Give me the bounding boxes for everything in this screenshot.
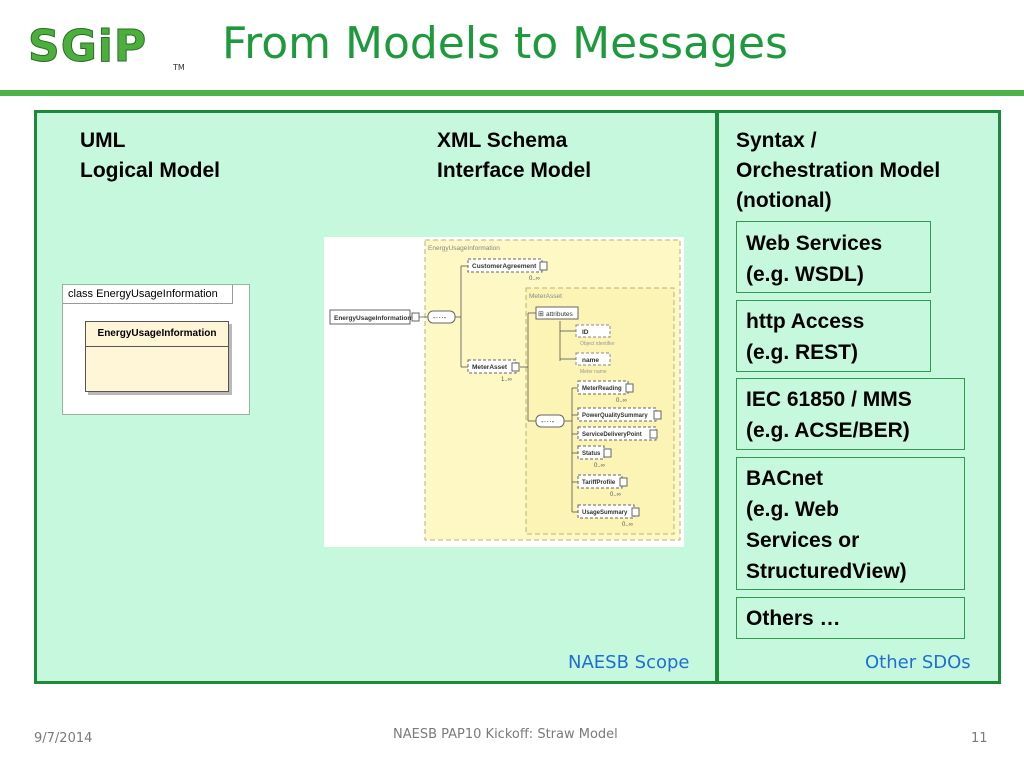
- schema-element-expander: [625, 383, 634, 393]
- schema-element-expander: [619, 477, 628, 487]
- syntax-heading: Syntax / Orchestration Model (notional): [736, 126, 940, 216]
- protocol-line: http Access: [746, 310, 865, 333]
- schema-child-elements: MeterReading 0..∞ PowerQualitySummary Se…: [572, 380, 662, 528]
- naesb-scope-label: NAESB Scope: [568, 652, 690, 673]
- xml-schema-tree: EnergyUsageInformation MeterAsset Energy…: [329, 239, 681, 541]
- schema-element-node: [577, 426, 657, 441]
- sgip-logo-text: SGiP: [28, 22, 147, 72]
- schema-root-node: [329, 309, 411, 325]
- schema-root-expander: [411, 312, 420, 322]
- syntax-heading-line2: Orchestration Model: [736, 159, 941, 182]
- protocol-line: (e.g. Web: [746, 498, 839, 521]
- schema-sequence-2-dots: -···-: [541, 417, 555, 426]
- sgip-logo: SGiP TM: [28, 22, 185, 73]
- schema-element-label: ServiceDeliveryPoint: [582, 432, 642, 438]
- schema-inner-label: MeterAsset: [529, 293, 562, 300]
- schema-attr-name-node: [575, 352, 611, 366]
- xml-heading: XML Schema Interface Model: [437, 126, 591, 186]
- schema-element-label: UsageSummary: [582, 510, 628, 516]
- schema-element-card: 0..∞: [594, 463, 605, 469]
- schema-element-label: MeterReading: [582, 386, 622, 392]
- protocol-line: StructuredView): [746, 560, 907, 583]
- schema-attr-id-note: Object identifier: [580, 341, 615, 347]
- schema-element-card: 0..∞: [616, 398, 627, 404]
- schema-element-node: [577, 407, 657, 422]
- uml-class-box: [85, 321, 229, 392]
- protocol-line: BACnet: [746, 467, 823, 490]
- schema-attr-id-label: ID: [582, 329, 589, 336]
- schema-attributes-label: attributes: [546, 311, 573, 318]
- schema-element-label: Status: [582, 451, 601, 457]
- schema-element-card: 0..∞: [610, 492, 621, 498]
- schema-element-expander: [649, 429, 658, 439]
- protocol-box-http-access: http Access (e.g. REST): [736, 300, 931, 372]
- protocol-line: IEC 61850 / MMS: [746, 388, 912, 411]
- protocol-line: (e.g. WSDL): [746, 263, 864, 286]
- schema-root-label: EnergyUsageInformation: [334, 315, 411, 322]
- schema-element-card: 0..∞: [622, 522, 633, 528]
- xml-heading-line1: XML Schema: [437, 129, 568, 152]
- uml-heading: UML Logical Model: [80, 126, 220, 186]
- protocol-box-others: Others …: [736, 597, 965, 639]
- footer-date: 9/7/2014: [34, 731, 93, 746]
- uml-class-name: EnergyUsageInformation: [86, 322, 228, 347]
- schema-customer-agreement-expander: [539, 261, 548, 271]
- other-sdos-label: Other SDOs: [865, 652, 971, 673]
- schema-attr-id-node: [575, 324, 611, 338]
- protocol-box-web-services: Web Services (e.g. WSDL): [736, 221, 931, 293]
- xml-heading-line2: Interface Model: [437, 159, 592, 182]
- syntax-heading-line1: Syntax /: [736, 129, 817, 152]
- trademark-mark: TM: [172, 63, 185, 72]
- schema-customer-agreement-label: CustomerAgreement: [472, 263, 537, 270]
- uml-frame-label: class EnergyUsageInformation: [63, 285, 233, 304]
- schema-attr-name-note: Meter name: [580, 369, 607, 375]
- protocol-line: (e.g. ACSE/BER): [746, 419, 910, 442]
- schema-attr-name-label: name: [582, 357, 599, 364]
- protocol-box-bacnet: BACnet (e.g. Web Services or StructuredV…: [736, 457, 965, 590]
- schema-sequence-1-dots: -···-: [433, 313, 447, 322]
- uml-heading-line1: UML: [80, 129, 126, 152]
- syntax-heading-line3: (notional): [736, 189, 832, 212]
- schema-element-expander: [653, 410, 662, 420]
- schema-meter-asset-expander: [511, 362, 520, 372]
- schema-element-expander: [631, 507, 640, 517]
- schema-attributes-node: [535, 306, 579, 320]
- title-divider: [0, 90, 1024, 96]
- schema-group-label: EnergyUsageInformation: [428, 245, 500, 252]
- schema-meter-asset-card: 1..∞: [501, 377, 512, 383]
- schema-element-label: TariffProfile: [582, 480, 616, 486]
- schema-sequence-2: [535, 414, 565, 428]
- schema-element-label: PowerQualitySummary: [582, 413, 648, 419]
- protocol-line: (e.g. REST): [746, 341, 859, 364]
- protocol-line: Services or: [746, 529, 860, 552]
- slide-title: From Models to Messages: [222, 18, 788, 69]
- schema-customer-agreement-card: 0..∞: [529, 276, 540, 282]
- page-number: 11: [971, 731, 988, 746]
- protocol-line: Others …: [746, 607, 841, 630]
- schema-element-expander: [603, 448, 612, 458]
- uml-heading-line2: Logical Model: [80, 159, 221, 182]
- schema-attributes-plus: ⊞: [538, 311, 544, 318]
- schema-meter-asset-node: [467, 359, 517, 374]
- protocol-box-iec-61850: IEC 61850 / MMS (e.g. ACSE/BER): [736, 378, 965, 450]
- schema-sequence-1: [427, 310, 456, 324]
- schema-meter-asset-label: MeterAsset: [472, 364, 508, 371]
- footer-title: NAESB PAP10 Kickoff: Straw Model: [393, 727, 618, 742]
- protocol-line: Web Services: [746, 232, 883, 255]
